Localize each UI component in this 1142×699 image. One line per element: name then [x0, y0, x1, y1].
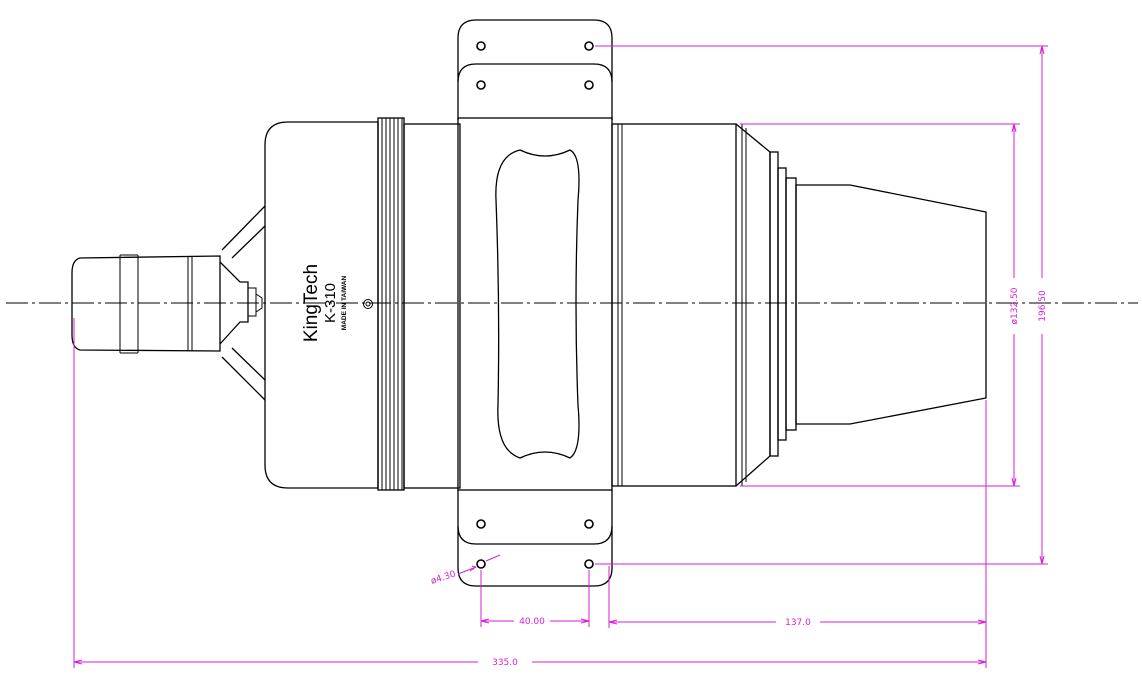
turbine-casing	[611, 123, 797, 487]
mount-holes	[476, 41, 594, 569]
dimension-overall-length-label: 335.0	[492, 658, 518, 668]
starter-struts	[221, 205, 266, 401]
dimension-mount-height: 196.50	[595, 45, 1048, 565]
dimension-mount-to-tail: 137.0	[608, 566, 987, 628]
dimension-mount-to-tail-label: 137.0	[785, 618, 811, 628]
dimension-nozzle-diameter: ø132.50	[740, 123, 1020, 487]
mount-hole	[476, 41, 486, 51]
mount-hole	[476, 559, 486, 569]
dimension-hole-spacing: 40.00	[480, 570, 590, 627]
engine-engraving: KingTech K-310 MADE IN TAIWAN	[301, 264, 348, 342]
front-casing	[264, 121, 379, 489]
dimension-hole-diameter-label: ø4.30	[430, 569, 458, 586]
origin-label: MADE IN TAIWAN	[341, 275, 348, 330]
dimension-nozzle-diameter-label: ø132.50	[1010, 287, 1020, 324]
model-label: K-310	[322, 283, 339, 323]
mount-hole	[476, 519, 486, 529]
mount-hole	[584, 80, 594, 90]
mount-hole	[584, 41, 594, 51]
starter-unit	[71, 254, 263, 354]
compressor-casing	[403, 123, 461, 489]
dimension-hole-diameter: ø4.30	[430, 554, 501, 587]
dimension-mount-height-label: 196.50	[1038, 290, 1048, 322]
mount-hole	[584, 559, 594, 569]
exhaust-nozzle	[795, 184, 987, 425]
mount-hole	[584, 519, 594, 529]
dimension-hole-spacing-label: 40.00	[519, 617, 545, 627]
brand-label: KingTech	[301, 264, 322, 342]
threaded-ring	[377, 117, 405, 491]
dimension-overall-length: 335.0	[73, 318, 987, 668]
mount-hole	[476, 80, 486, 90]
